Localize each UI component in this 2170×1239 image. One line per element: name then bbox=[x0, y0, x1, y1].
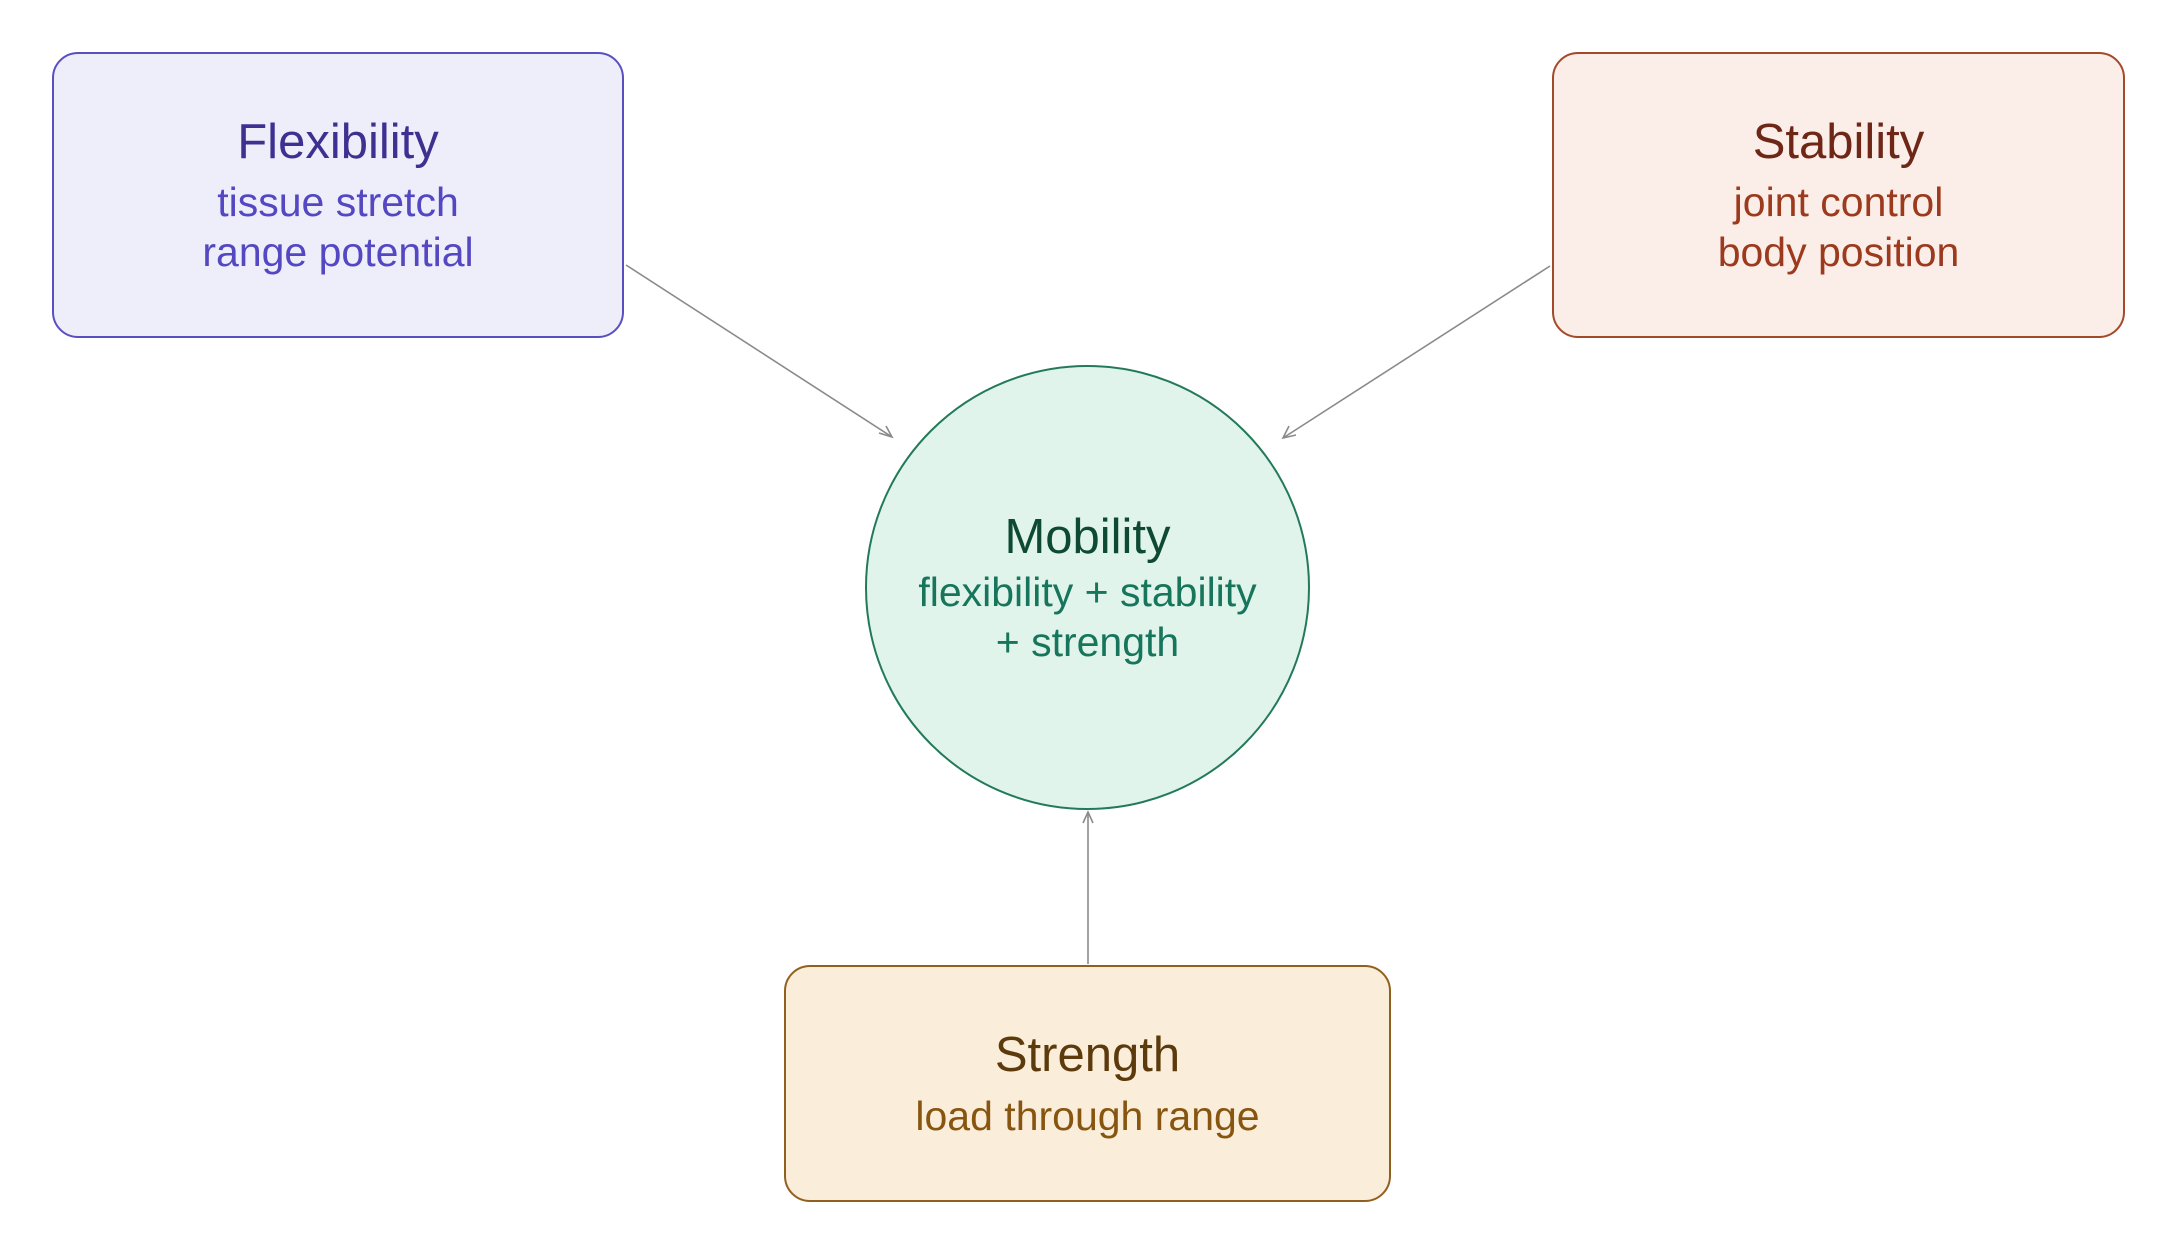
stability-node: Stability joint control body position bbox=[1552, 52, 2125, 338]
flexibility-title: Flexibility bbox=[237, 114, 439, 169]
mobility-line-2: + strength bbox=[995, 618, 1180, 665]
arrow-flexibility-to-mobility bbox=[625, 264, 894, 439]
mobility-line-1: flexibility + stability bbox=[918, 568, 1257, 615]
stability-title: Stability bbox=[1752, 114, 1925, 169]
arrow-stability-to-mobility bbox=[1281, 265, 1551, 440]
stability-line-1: joint control bbox=[1733, 179, 1944, 226]
stability-line-2: body position bbox=[1717, 229, 1960, 276]
mobility-title: Mobility bbox=[1004, 510, 1171, 565]
mobility-node: Mobility flexibility + stability + stren… bbox=[865, 365, 1310, 810]
flexibility-node: Flexibility tissue stretch range potenti… bbox=[52, 52, 624, 338]
strength-node: Strength load through range bbox=[784, 965, 1391, 1202]
strength-line-1: load through range bbox=[915, 1092, 1260, 1139]
flexibility-line-2: range potential bbox=[202, 229, 474, 276]
arrow-strength-to-mobility bbox=[1082, 810, 1094, 964]
strength-title: Strength bbox=[994, 1028, 1181, 1083]
flexibility-line-1: tissue stretch bbox=[217, 179, 459, 226]
